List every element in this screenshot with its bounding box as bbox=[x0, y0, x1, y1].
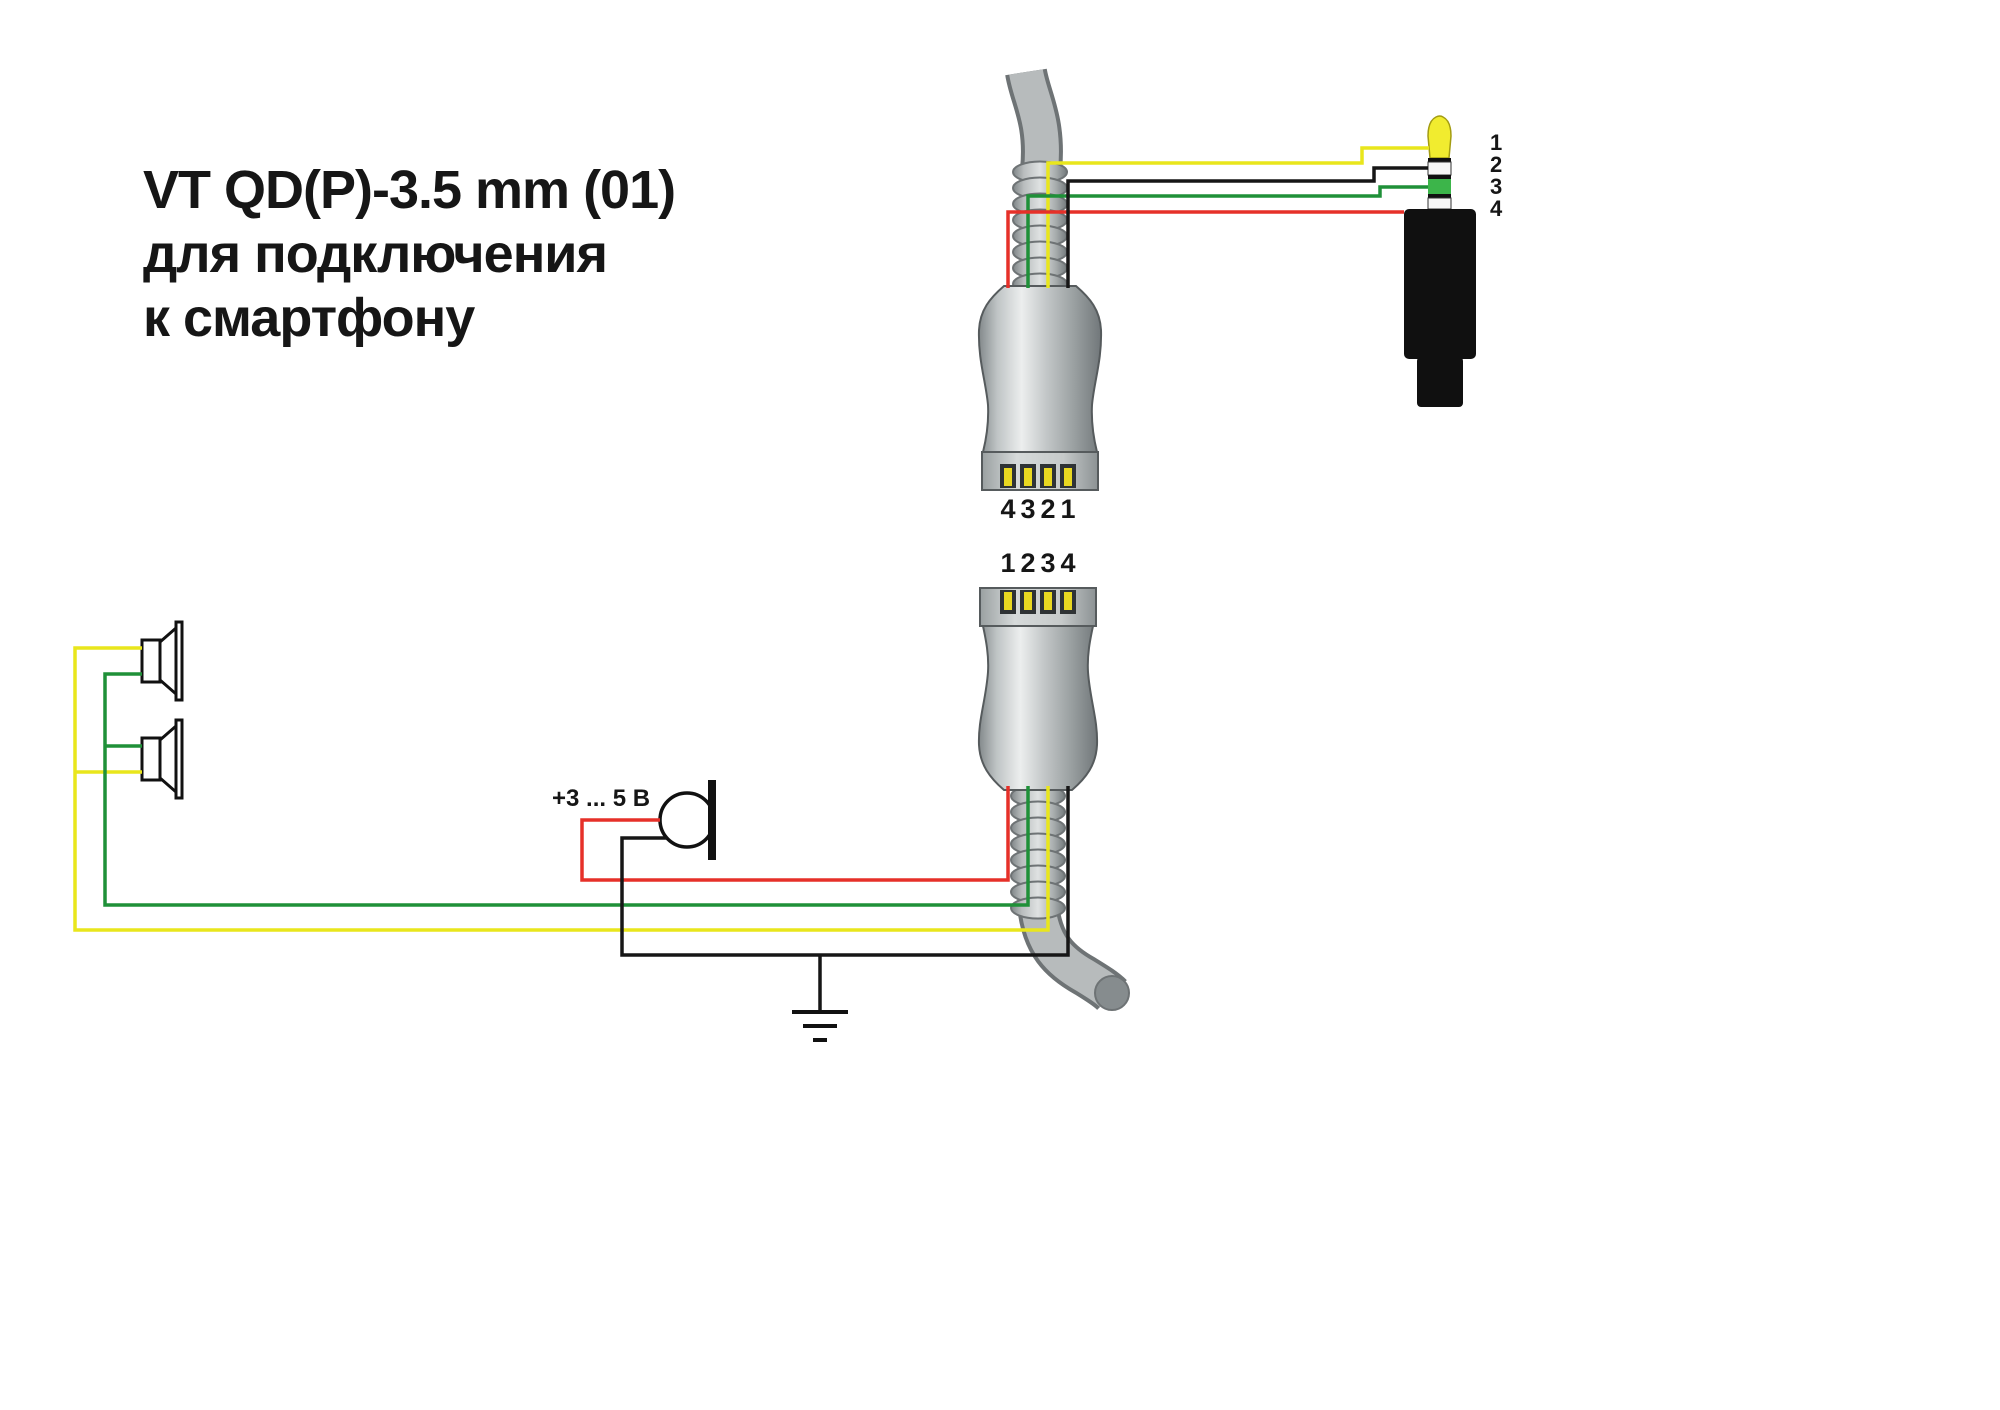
plug-ring-4 bbox=[1427, 197, 1452, 210]
wire-yellow bbox=[73, 146, 1429, 932]
qd-connector-bottom bbox=[977, 587, 1130, 1011]
qd-bottom-body bbox=[977, 625, 1099, 791]
qd-bottom-pin-label-3: 3 bbox=[1040, 548, 1055, 578]
mic-voltage-label: +3 ... 5 В bbox=[552, 785, 650, 812]
qd-top-strain-relief bbox=[1012, 160, 1068, 296]
title-line-2: для подключения bbox=[143, 224, 607, 284]
qd-bottom-cable-end bbox=[1094, 975, 1130, 1011]
plug-tip bbox=[1427, 115, 1452, 159]
qd-bottom-pin-label-1: 1 bbox=[1000, 548, 1015, 578]
speaker-top-cone bbox=[158, 624, 178, 698]
title-line-1: VT QD(P)-3.5 mm (01) bbox=[143, 160, 675, 220]
qd-bottom-pin-label-2: 2 bbox=[1020, 548, 1035, 578]
qd-top-pin-label-3: 3 bbox=[1020, 494, 1035, 524]
wire-black-mic-ground-run bbox=[620, 786, 1070, 957]
wire-green-plug-run bbox=[1026, 185, 1428, 288]
plug-pin-numbers: 1 2 3 4 bbox=[1490, 130, 1503, 221]
wire-green bbox=[103, 185, 1428, 907]
wire-green-headset-run bbox=[103, 672, 1030, 907]
speaker-bottom-magnet bbox=[140, 736, 162, 782]
speaker-bottom bbox=[140, 718, 184, 800]
plug-ring-2 bbox=[1427, 161, 1452, 176]
plug-separator-3 bbox=[1428, 194, 1451, 198]
qd-top-pin-label-1: 1 bbox=[1060, 494, 1075, 524]
plug-pin-label-2: 2 bbox=[1490, 152, 1502, 177]
wire-black bbox=[620, 166, 1428, 1012]
plug-separator-2 bbox=[1428, 175, 1451, 179]
plug-pin-label-1: 1 bbox=[1490, 130, 1502, 155]
wire-red-mic-run bbox=[580, 786, 1010, 882]
diagram-title: VT QD(P)-3.5 mm (01) для подключения к с… bbox=[143, 160, 676, 348]
wire-yellow-headset-run bbox=[73, 646, 1050, 932]
microphone-electrode-bar bbox=[708, 780, 716, 860]
wire-black-plug-run bbox=[1066, 166, 1428, 288]
plug-pin-label-4: 4 bbox=[1490, 196, 1503, 221]
title-line-3: к смартфону bbox=[143, 288, 475, 348]
qd-bottom-pin-label-4: 4 bbox=[1060, 548, 1075, 578]
speaker-top-magnet bbox=[140, 638, 162, 684]
qd-top-pin-contacts bbox=[1004, 468, 1072, 486]
trrs-plug bbox=[1404, 115, 1476, 407]
plug-sleeve-body bbox=[1404, 209, 1476, 359]
qd-bottom-mating-face bbox=[979, 587, 1097, 627]
qd-bottom-pin-numbers: 1 2 3 4 bbox=[1000, 548, 1075, 578]
wire-red bbox=[580, 210, 1404, 882]
qd-connector-top bbox=[977, 68, 1103, 491]
microphone-symbol bbox=[658, 780, 716, 860]
speaker-top bbox=[140, 620, 184, 702]
plug-handle bbox=[1417, 357, 1463, 407]
qd-top-body bbox=[977, 285, 1103, 453]
ground-symbol bbox=[792, 1010, 848, 1042]
qd-top-pin-label-4: 4 bbox=[1000, 494, 1015, 524]
wire-red-plug-run bbox=[1006, 210, 1404, 288]
qd-bottom-pin-contacts bbox=[1004, 592, 1072, 610]
plug-separator-1 bbox=[1428, 158, 1451, 162]
plug-ring-3-green bbox=[1428, 179, 1451, 194]
qd-top-pin-label-2: 2 bbox=[1040, 494, 1055, 524]
qd-top-cable bbox=[1009, 68, 1059, 172]
wire-yellow-plug-run bbox=[1046, 146, 1429, 288]
qd-top-pin-numbers: 4 3 2 1 bbox=[1000, 494, 1075, 524]
qd-bottom-strain-relief bbox=[1010, 784, 1066, 920]
microphone-capsule-circle bbox=[658, 791, 716, 849]
plug-pin-label-3: 3 bbox=[1490, 174, 1502, 199]
speaker-bottom-cone bbox=[158, 722, 178, 796]
